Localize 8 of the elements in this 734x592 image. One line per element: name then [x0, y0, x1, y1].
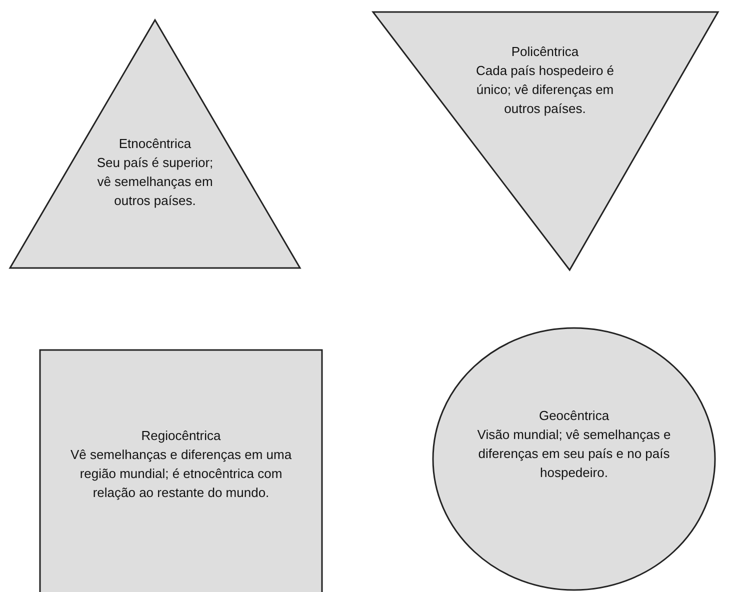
description-text: Cada país hospedeiro é único; vê diferenças em outros países.: [474, 62, 616, 118]
description-text: Vê semelhanças e diferenças em uma região mundial; é etnocêntrica com relação ao restante do mundo.: [69, 446, 293, 502]
heading-text: Etnocêntrica: [118, 135, 192, 153]
description-text: Seu país é superior; vê semelhanças em outros países.: [96, 154, 214, 210]
heading-text: Policêntrica: [510, 43, 580, 61]
description-text: Visão mundial; vê semelhanças e diferenças em seu país e no país hospedeiro.: [476, 426, 672, 482]
heading-text: Geocêntrica: [538, 407, 610, 425]
heading-text: Regiocêntrica: [140, 427, 222, 445]
